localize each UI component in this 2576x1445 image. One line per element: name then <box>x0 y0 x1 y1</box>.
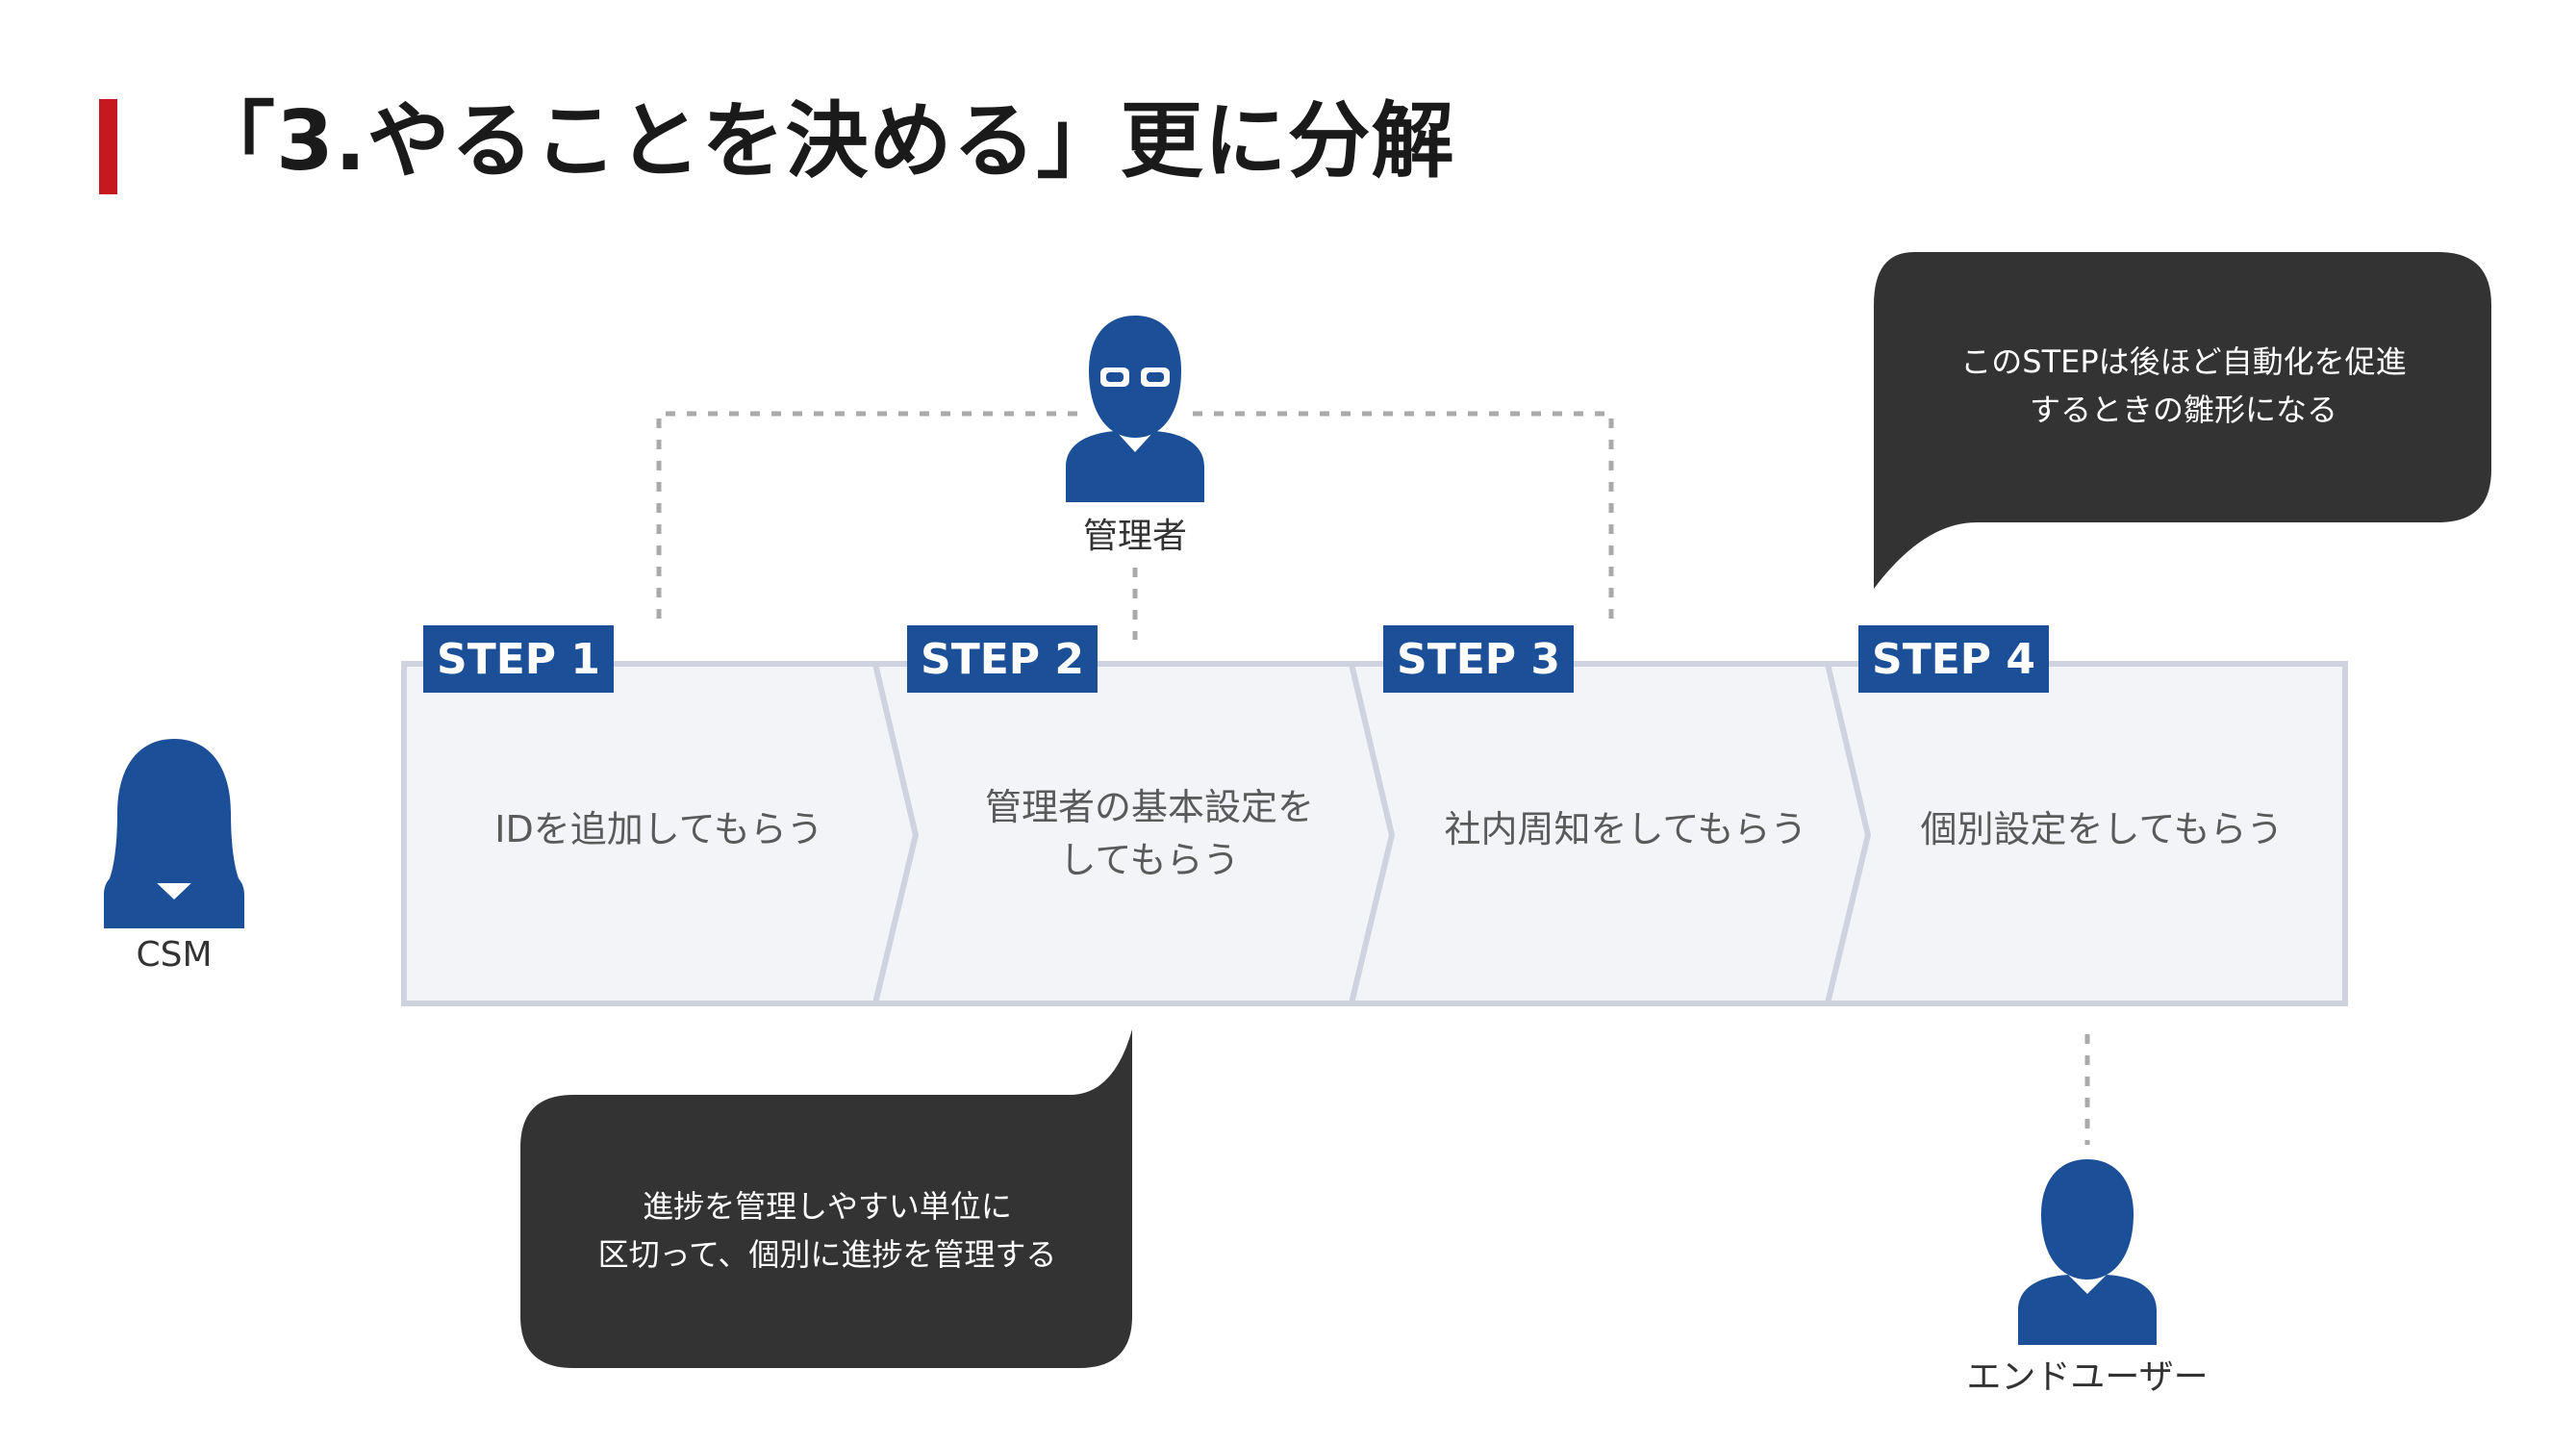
step-3-badge-label: STEP 3 <box>1397 635 1560 684</box>
female-person-icon <box>104 739 244 928</box>
step-3-badge <box>1383 625 1574 693</box>
step-4-chevron <box>1824 661 2348 1006</box>
top-right-speech-bubble <box>1874 252 2491 589</box>
admin-person-glasses-icon <box>1066 316 1204 502</box>
bottom-left-bubble-text: 進捗を管理しやすい単位に 区切って、個別に進捗を管理する <box>597 1188 1057 1273</box>
admin-connector-lines <box>656 411 1614 640</box>
title-accent-bar <box>99 99 117 194</box>
person-icon <box>2018 1159 2157 1345</box>
top-right-bubble-text: このSTEPは後ほど自動化を促進 するときの雛形になる <box>1960 343 2407 428</box>
step-2-badge <box>907 625 1098 693</box>
step-2-text: 管理者の基本設定を してもらう <box>984 786 1314 882</box>
step-1-badge-label: STEP 1 <box>437 635 600 684</box>
step-4-text: 個別設定をしてもらう <box>1920 808 2284 850</box>
step-1-text: IDを追加してもらう <box>494 808 823 850</box>
admin-label: 管理者 <box>1082 517 1188 556</box>
step-4-badge-label: STEP 4 <box>1872 635 2035 684</box>
bottom-left-speech-bubble <box>520 1029 1132 1368</box>
admin-left-connector <box>656 411 1077 625</box>
admin-right-connector <box>1193 411 1614 625</box>
step-4-badge <box>1858 625 2049 693</box>
step-2-badge-label: STEP 2 <box>921 635 1084 684</box>
step-3-text: 社内周知をしてもらう <box>1444 808 1807 850</box>
csm-label: CSM <box>136 935 213 975</box>
end-user-label: エンドユーザー <box>1966 1357 2209 1397</box>
page-title: 「3.やることを決める」更に分解 <box>192 93 1455 190</box>
step-1-badge <box>423 625 614 693</box>
